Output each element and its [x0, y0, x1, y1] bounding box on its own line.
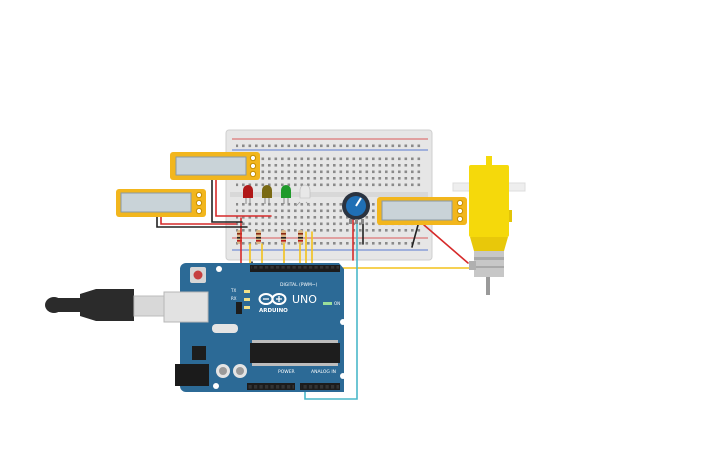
- led-white[interactable]: [295, 184, 311, 207]
- power-jack: [175, 364, 209, 386]
- led-red[interactable]: [243, 185, 253, 204]
- digital-label: DIGITAL (PWM~): [280, 282, 318, 288]
- tx-label: TX: [230, 288, 236, 293]
- usb-port: [163, 291, 209, 323]
- resistor-3: [281, 230, 286, 244]
- on-label: ON: [334, 301, 340, 306]
- analog-label: ANALOG IN: [311, 369, 336, 375]
- resistor-4: [298, 230, 303, 244]
- multimeter-left[interactable]: [116, 189, 206, 217]
- dc-motor[interactable]: [452, 156, 526, 295]
- resistor-2: [256, 230, 261, 244]
- board-brand: ARDUINO: [259, 308, 288, 314]
- atmega-chip: [250, 343, 340, 363]
- led-amber[interactable]: [262, 185, 272, 204]
- infinity-logo-icon: [258, 293, 287, 305]
- led-green[interactable]: [281, 185, 291, 204]
- rx-label: RX: [231, 296, 237, 301]
- arduino-uno: ARDUINO UNO DIGITAL (PWM~) POWER ANALOG …: [163, 263, 346, 392]
- multimeter-top[interactable]: [170, 152, 260, 180]
- usb-cable: [45, 289, 165, 321]
- multimeter-right[interactable]: [377, 197, 467, 225]
- potentiometer[interactable]: [342, 192, 370, 224]
- board-model: UNO: [292, 293, 317, 306]
- power-label: POWER: [278, 369, 295, 375]
